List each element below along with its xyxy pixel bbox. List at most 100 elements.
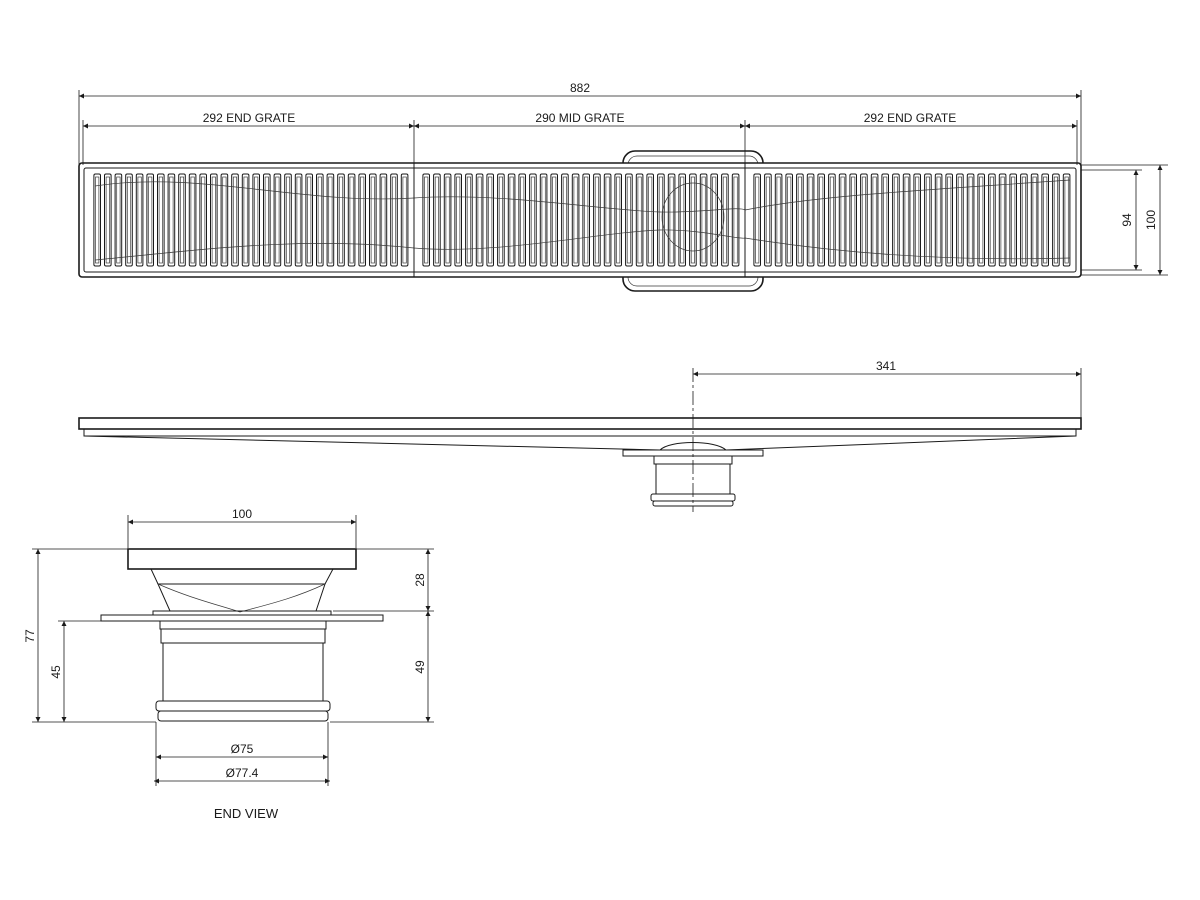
outer-diameter-label: Ø77.4	[226, 766, 259, 780]
grate-slot-inner	[936, 176, 941, 264]
grate-slot-inner	[402, 176, 407, 264]
grate-slot	[657, 173, 665, 267]
grate-slot-inner	[808, 176, 813, 264]
grate-slot-inner	[477, 176, 482, 264]
grate-slot-inner	[285, 176, 291, 264]
grate-slot	[902, 173, 911, 267]
grate-slot	[667, 173, 676, 267]
outlet-dome	[659, 442, 727, 451]
grate-slot-inner	[562, 176, 567, 264]
grate-slot	[1041, 173, 1050, 267]
grate-slot-inner	[158, 176, 163, 264]
grate-slot-inner	[509, 176, 514, 264]
grate-slot-inner	[264, 176, 269, 264]
grate-slot	[817, 173, 826, 267]
grate-slot	[603, 173, 612, 267]
mid-grate-label: 290 MID GRATE	[535, 111, 624, 125]
grate-slot	[646, 173, 655, 267]
grate-slot-inner	[148, 176, 153, 264]
grate-slot	[178, 173, 186, 267]
grate-slot-inner	[755, 176, 760, 264]
grate-slot-inner	[776, 176, 781, 264]
grate-slot	[721, 173, 729, 267]
grate-slot-inner	[872, 176, 877, 264]
grate-slot	[199, 173, 207, 267]
grate-slot-inner	[915, 176, 920, 264]
grate-slot	[400, 173, 409, 267]
grate-slot-inner	[1011, 176, 1016, 264]
grate-slot-inner	[498, 176, 503, 264]
grate-slot	[390, 173, 398, 267]
plan-view: 882 292 END GRATE 290 MID GRATE 292 END …	[78, 81, 1168, 292]
grate-slot-inner	[861, 176, 866, 264]
grate-slot-inner	[712, 176, 717, 264]
outlet-outline	[661, 182, 725, 252]
grate-slot-inner	[829, 176, 834, 264]
grate-slot	[294, 173, 303, 267]
grate-slot	[977, 173, 986, 267]
grate-slot-inner	[1032, 176, 1037, 264]
grate-slot	[593, 173, 601, 267]
grate-slot-inner	[424, 176, 429, 264]
grate-slot	[988, 173, 996, 267]
end-view: 100 77 45 28 49 Ø75 Ø77.4	[23, 507, 434, 821]
grate-top-plate	[78, 417, 1082, 430]
grate-slot	[507, 173, 516, 267]
grate-slot	[369, 173, 377, 267]
grate-slot-inner	[434, 176, 439, 264]
outlet-offset-label: 341	[876, 359, 896, 373]
end-flange	[100, 614, 384, 622]
grate-slot-inner	[126, 176, 132, 264]
grate-slot	[764, 173, 772, 267]
grate-slot-inner	[1000, 176, 1005, 264]
outlet-seal	[652, 500, 734, 507]
grate-slot	[188, 173, 197, 267]
grate-slot	[252, 173, 260, 267]
grate-slot-inner	[787, 176, 792, 264]
grate-slot	[104, 173, 112, 267]
grate-slot	[316, 173, 324, 267]
grate-slot	[571, 173, 580, 267]
grate-slot	[284, 173, 292, 267]
lower-height-label: 49	[413, 660, 427, 674]
grate-slot	[379, 173, 388, 267]
grate-slot	[892, 173, 900, 267]
grate-slot	[753, 173, 762, 267]
grate-slot-inner	[680, 176, 685, 264]
grate-slot	[1030, 173, 1039, 267]
grate-slot-inner	[370, 176, 375, 264]
grate-slot-inner	[989, 176, 994, 264]
grate-slot-inner	[658, 176, 663, 264]
grate-slot-inner	[1043, 176, 1048, 264]
grate-slot-inner	[349, 176, 354, 264]
grate-slot-inner	[296, 176, 301, 264]
grate-slot	[550, 173, 559, 267]
grate-slot	[210, 173, 218, 267]
grate-slot	[956, 173, 964, 267]
grate-slot	[337, 173, 345, 267]
grate-slot	[881, 173, 890, 267]
grate-slot	[326, 173, 335, 267]
channel-inner-frame	[83, 167, 1077, 273]
end-grate-right-label: 292 END GRATE	[864, 111, 956, 125]
grate-slot	[849, 173, 858, 267]
grate-slot	[347, 173, 356, 267]
grate-slot-inner	[797, 176, 802, 264]
grate-slot	[838, 173, 847, 267]
grate-slot	[678, 173, 687, 267]
grate-slot	[157, 173, 165, 267]
grate-slot	[125, 173, 133, 267]
grate-slot-inner	[243, 176, 248, 264]
outlet-height-label: 45	[49, 665, 63, 679]
grate-slot-inner	[317, 176, 322, 264]
grate-slot	[689, 173, 697, 267]
grate-slot-inner	[648, 176, 653, 264]
grate-slot	[114, 173, 123, 267]
end-outlet-ring	[160, 628, 326, 644]
grate-slot-inner	[95, 176, 100, 264]
channel-sloped-base	[83, 435, 1077, 451]
grate-slot	[220, 173, 229, 267]
grate-slot	[529, 173, 537, 267]
grate-slot	[796, 173, 804, 267]
grate-slot	[828, 173, 836, 267]
